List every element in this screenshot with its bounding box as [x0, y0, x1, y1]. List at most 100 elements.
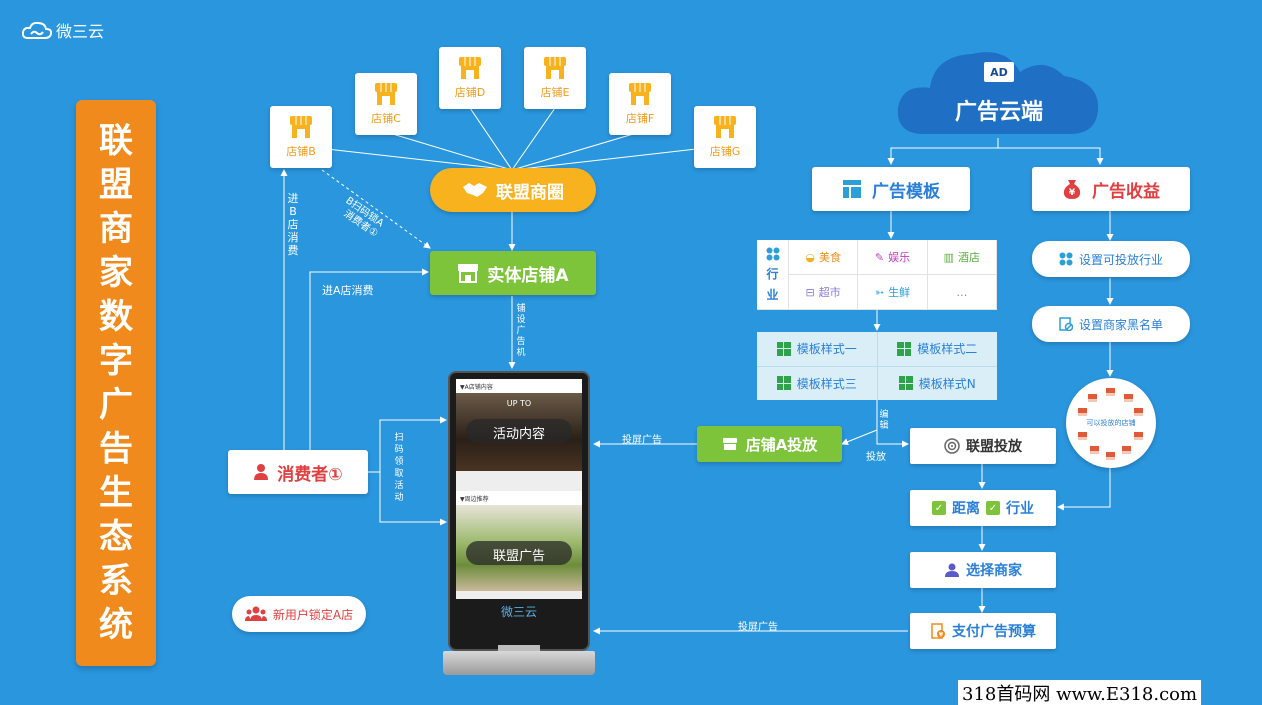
- microphone-icon: ✎: [874, 250, 885, 264]
- industry-more: …: [927, 275, 997, 310]
- industry-entertainment: ✎娱乐: [858, 240, 928, 275]
- side-title-char: 统: [99, 605, 133, 645]
- template-style-label: 模板样式N: [918, 376, 976, 391]
- screen-ad-label: 投屏广告: [622, 435, 662, 446]
- ad-revenue-node: ¥ 广告收益: [1032, 167, 1190, 211]
- store-b-node: 店铺B: [270, 106, 332, 168]
- money-bag-icon: ¥: [1063, 180, 1081, 199]
- layout-icon: [843, 180, 861, 198]
- check-icon: ✓: [932, 501, 946, 515]
- industry-fresh: ➳生鲜: [858, 275, 928, 310]
- filter-industry-label: 行业: [1006, 501, 1034, 517]
- side-title-char: 字: [99, 341, 133, 381]
- mini-store-icon: [1122, 446, 1131, 454]
- handshake-icon: [463, 183, 487, 197]
- enter-a-label: 进A店消费: [322, 284, 374, 297]
- template-style-label: 模板样式二: [917, 342, 978, 357]
- store-label: 店铺G: [709, 145, 741, 158]
- screen-banner-1-bg: [466, 419, 572, 443]
- template-style-label: 模板样式一: [796, 342, 857, 357]
- stand-base: [443, 651, 595, 675]
- industry-header: 行 业: [757, 240, 789, 310]
- store-a-launch-label: 店铺A投放: [745, 435, 818, 454]
- screen-header-2: ▼周边推荐: [456, 491, 582, 505]
- industry-item-label: 生鲜: [888, 286, 911, 299]
- template-style-2: 模板样式二: [877, 332, 997, 366]
- scan-collect-label: 扫码领取活动: [394, 433, 404, 503]
- brand-logo: 微三云: [22, 18, 104, 42]
- target-icon: [944, 438, 960, 454]
- consumer-label: 消费者①: [277, 464, 343, 485]
- mini-store-icon: [1090, 446, 1099, 454]
- side-title-char: 广: [99, 385, 133, 425]
- group-icon: [244, 606, 267, 621]
- ad-badge: AD: [984, 62, 1014, 82]
- svg-text:¥: ¥: [939, 632, 944, 639]
- new-user-node: 新用户锁定A店: [232, 596, 366, 632]
- consumer-node: 消费者①: [228, 450, 368, 494]
- industry-head-char: 业: [766, 287, 779, 302]
- alliance-launch-node: 联盟投放: [910, 428, 1056, 464]
- side-title-char: 生: [99, 473, 133, 513]
- screen-image-1: UP TO 活动内容: [456, 393, 582, 471]
- industry-grid: 行 业 ◒美食 ✎娱乐 ▥酒店 ⊟超市 ➳生鲜 …: [757, 240, 997, 310]
- industry-item-label: 娱乐: [888, 251, 911, 264]
- industry-food: ◒美食: [789, 240, 859, 275]
- screen-up-to: UP TO: [506, 399, 532, 408]
- industry-item-label: 酒店: [958, 251, 981, 264]
- side-title-char: 态: [99, 517, 133, 557]
- cloud-title: 广告云端: [954, 100, 1043, 125]
- brand-name: 微三云: [56, 22, 105, 41]
- mini-store-icon: [1124, 394, 1133, 402]
- industry-item-label: 超市: [818, 286, 841, 299]
- store-label: 店铺C: [371, 112, 401, 125]
- set-blacklist-node: 设置商家黑名单: [1032, 306, 1190, 342]
- store-a-label: 实体店铺A: [487, 265, 569, 286]
- template-style-n: 模板样式N: [877, 366, 997, 400]
- svg-text:¥: ¥: [1069, 188, 1076, 198]
- store-label: 店铺D: [454, 86, 486, 99]
- enter-b-label: 进B店消费: [287, 192, 299, 257]
- template-icon: [776, 376, 791, 391]
- stand-neck: [498, 645, 540, 653]
- launch-label: 投放: [866, 452, 886, 463]
- side-title: 联 盟 商 家 数 字 广 告 生 态 系 统: [76, 100, 156, 666]
- ad-template-label: 广告模板: [872, 181, 940, 202]
- store-icon: [722, 438, 737, 450]
- screen-image-2: 联盟广告: [456, 505, 582, 591]
- fish-icon: ➳: [874, 285, 885, 299]
- mini-store-icon: [1078, 408, 1087, 416]
- mini-store-icon: [1088, 394, 1097, 402]
- person-icon: [945, 563, 959, 577]
- side-title-char: 盟: [99, 165, 133, 205]
- store-icon: [629, 83, 651, 105]
- store-icon: [459, 57, 481, 79]
- alliance-circle-node: 联盟商圈: [430, 168, 596, 212]
- payment-icon: ¥: [931, 623, 945, 639]
- filter-node: ✓ 距离 ✓ 行业: [910, 490, 1056, 526]
- template-icon: [776, 341, 791, 356]
- select-merchant-label: 选择商家: [966, 563, 1022, 579]
- industry-supermarket: ⊟超市: [789, 275, 859, 310]
- mini-store-icon: [1078, 432, 1087, 440]
- store-icon: [375, 83, 397, 105]
- cart-icon: ⊟: [805, 285, 815, 299]
- store-icon: [544, 57, 566, 79]
- eligible-stores-circle: 可以投放的店铺: [1066, 378, 1156, 468]
- side-title-char: 联: [99, 121, 133, 161]
- store-g-node: 店铺G: [694, 106, 756, 168]
- screen-ad-label-2: 投屏广告: [738, 622, 778, 633]
- set-industry-node: 设置可投放行业: [1032, 241, 1190, 277]
- filter-distance-label: 距离: [952, 501, 980, 517]
- template-styles-grid: 模板样式一 模板样式二 模板样式三 模板样式N: [757, 332, 997, 400]
- screen-banner-2: 联盟广告: [492, 549, 545, 564]
- store-icon: [458, 264, 479, 283]
- mini-store-icon: [1134, 408, 1143, 416]
- store-f-node: 店铺F: [609, 73, 671, 135]
- category-icon: [766, 247, 779, 260]
- template-icon: [898, 376, 913, 391]
- mini-store-icon: [1106, 452, 1115, 460]
- industry-hotel: ▥酒店: [927, 240, 997, 275]
- select-merchant-node: 选择商家: [910, 552, 1056, 588]
- store-a-node: 实体店铺A: [430, 251, 596, 295]
